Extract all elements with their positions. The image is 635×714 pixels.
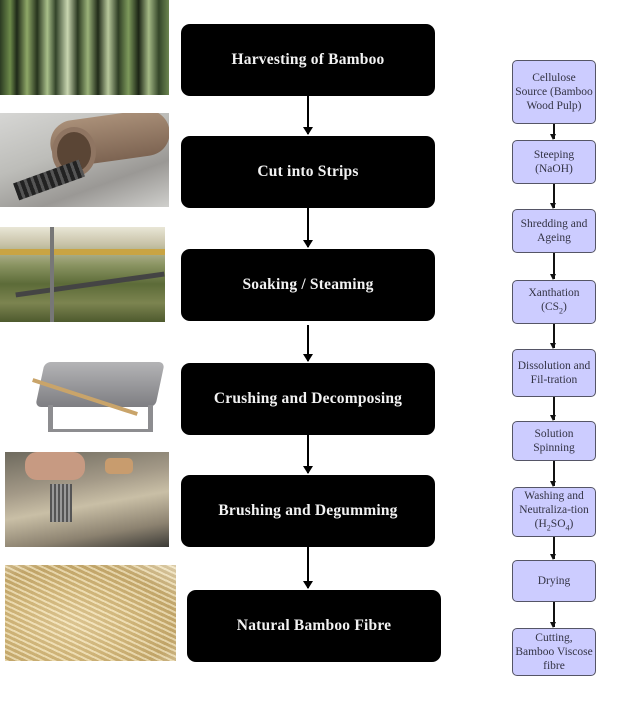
tank-rail xyxy=(0,249,165,255)
step-label: Dissolution and Fil-tration xyxy=(517,360,591,386)
step-label: Harvesting of Bamboo xyxy=(231,51,385,68)
arrow-down-icon xyxy=(550,537,556,560)
wooden-mallet xyxy=(105,458,133,474)
step-label: Cutting, Bamboo Viscose fibre xyxy=(515,632,593,672)
photo-brushing-fibres xyxy=(5,452,169,547)
tank-post xyxy=(50,227,54,322)
photo-soaking-tank xyxy=(0,227,165,322)
viscose-step-dissolution-filtration: Dissolution and Fil-tration xyxy=(512,349,596,397)
step-label: Cut into Strips xyxy=(257,163,359,180)
arrow-down-icon xyxy=(303,435,313,474)
arrow-down-icon xyxy=(550,124,556,140)
step-label: Solution Spinning xyxy=(533,428,575,454)
step-harvesting-of-bamboo: Harvesting of Bamboo xyxy=(181,24,435,96)
fibre-strands xyxy=(5,565,176,661)
step-label: Shredding and Ageing xyxy=(520,218,588,244)
saw-gear xyxy=(13,159,85,201)
photo-bamboo-cutting-machine xyxy=(0,113,169,207)
machine-legs xyxy=(48,405,153,432)
step-cut-into-strips: Cut into Strips xyxy=(181,136,435,208)
step-label: Washing and Neutraliza-tion (H2SO4) xyxy=(519,489,589,533)
step-label: Cellulose Source (Bamboo Wood Pulp) xyxy=(515,72,593,112)
step-soaking-steaming: Soaking / Steaming xyxy=(181,249,435,321)
photo-crushing-machine xyxy=(30,350,168,432)
arrow-down-icon xyxy=(550,397,556,421)
arrow-down-icon xyxy=(303,547,313,589)
arrow-down-icon xyxy=(550,253,556,280)
arrow-down-icon xyxy=(550,461,556,487)
step-label: Xanthation(CS2) xyxy=(528,286,580,316)
viscose-step-cellulose-source: Cellulose Source (Bamboo Wood Pulp) xyxy=(512,60,596,124)
arrow-down-icon xyxy=(303,325,313,362)
viscose-step-shredding-ageing: Shredding and Ageing xyxy=(512,209,596,253)
arrow-down-icon xyxy=(303,208,313,248)
arrow-down-icon xyxy=(550,324,556,349)
photo-bamboo-forest xyxy=(0,0,169,95)
step-label: Steeping (NaOH) xyxy=(533,149,575,175)
viscose-step-drying: Drying xyxy=(512,560,596,602)
comb-tool xyxy=(50,484,72,522)
viscose-step-cutting: Cutting, Bamboo Viscose fibre xyxy=(512,628,596,676)
step-label: Drying xyxy=(537,575,571,587)
step-label: Natural Bamboo Fibre xyxy=(236,617,392,634)
step-crushing-and-decomposing: Crushing and Decomposing xyxy=(181,363,435,435)
arrow-down-icon xyxy=(303,96,313,135)
photo-natural-fibre-bundle xyxy=(5,565,176,661)
arrow-down-icon xyxy=(550,602,556,628)
viscose-step-solution-spinning: Solution Spinning xyxy=(512,421,596,461)
step-natural-bamboo-fibre: Natural Bamboo Fibre xyxy=(187,590,441,662)
viscose-step-steeping: Steeping (NaOH) xyxy=(512,140,596,184)
viscose-step-xanthation: Xanthation(CS2) xyxy=(512,280,596,324)
step-label: Soaking / Steaming xyxy=(242,276,374,293)
hand xyxy=(25,452,85,480)
tank-frame xyxy=(15,271,165,298)
step-label: Crushing and Decomposing xyxy=(213,390,403,407)
step-label: Brushing and Degumming xyxy=(218,502,398,519)
viscose-step-washing-neutralization: Washing and Neutraliza-tion (H2SO4) xyxy=(512,487,596,537)
step-brushing-and-degumming: Brushing and Degumming xyxy=(181,475,435,547)
arrow-down-icon xyxy=(550,184,556,209)
